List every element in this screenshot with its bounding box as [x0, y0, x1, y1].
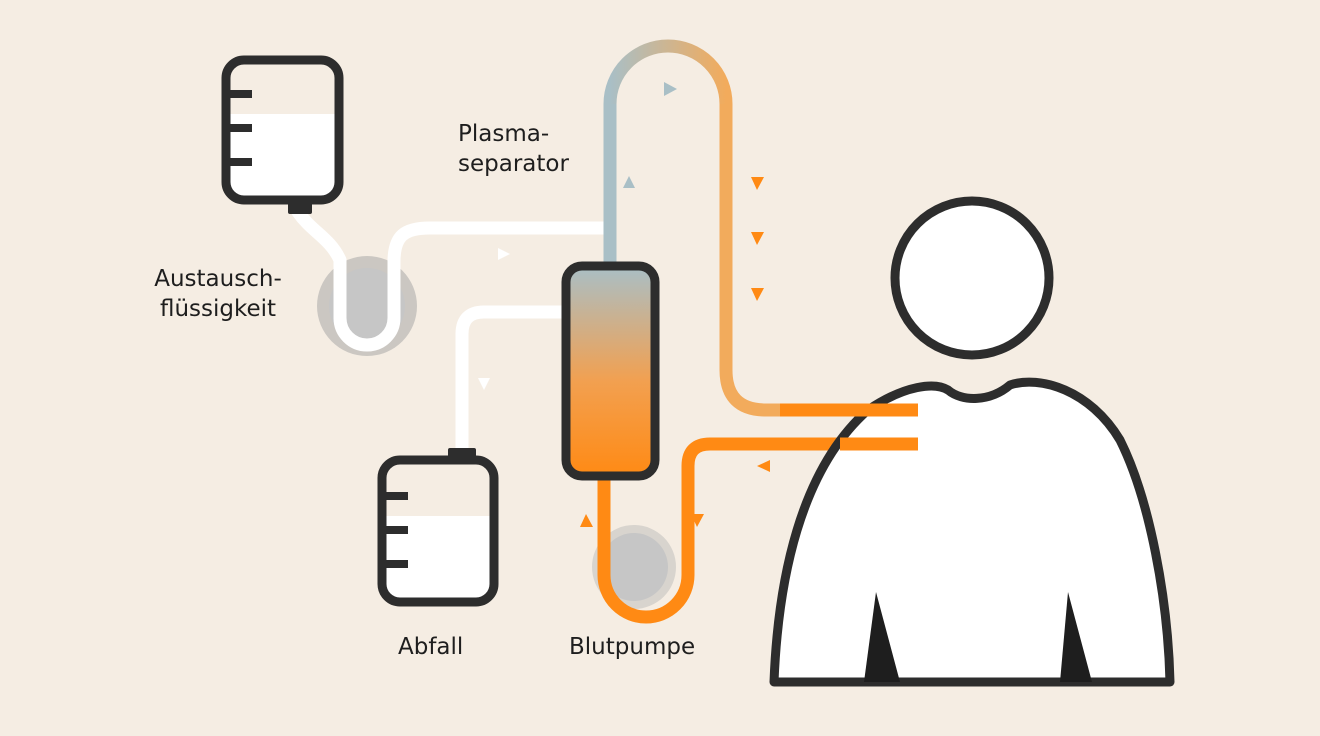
- patient-body: [769, 377, 1175, 687]
- patient-arm-gap-left: [864, 592, 900, 682]
- waste-bag-empty-fill: [385, 496, 491, 516]
- label-exchange-fluid-line1: Austausch-: [154, 266, 282, 292]
- arrow-return-down-3: [751, 288, 764, 301]
- label-exchange-fluid-line2: flüssigkeit: [159, 296, 277, 322]
- return-tube: [719, 104, 918, 417]
- arrow-return-down-1: [751, 177, 764, 190]
- plasma-separator: [561, 261, 660, 481]
- label-blood-pump: Blutpumpe: [569, 634, 696, 660]
- blood-pump-rotor: [600, 533, 668, 601]
- arrow-fluid-right: [498, 248, 510, 260]
- flow-arrows: [478, 82, 770, 527]
- blood-tube: [597, 437, 918, 624]
- patient-head: [890, 196, 1054, 360]
- waste-bag: [377, 448, 499, 607]
- blood-pump: [592, 525, 676, 609]
- exchange-fluid-bag: [221, 55, 344, 214]
- label-plasma-separator: Plasma- separator: [458, 119, 569, 179]
- fluid-tube: [291, 205, 617, 352]
- arrow-draw-left: [757, 460, 770, 472]
- arrow-waste-down: [478, 378, 490, 390]
- label-exchange-fluid: Austausch- flüssigkeit: [143, 264, 293, 324]
- fluid-pump-rotor: [329, 268, 405, 344]
- label-plasma-separator-line1: Plasma-: [458, 121, 550, 147]
- arrow-pump-up: [580, 514, 593, 527]
- arrow-return-down-2: [751, 232, 764, 245]
- label-plasma-separator-line2: separator: [458, 151, 569, 177]
- arrow-plasma-up: [623, 176, 635, 188]
- label-waste: Abfall: [398, 634, 464, 660]
- patient-arm-gap-right: [1060, 592, 1092, 682]
- exchange-bag-empty-fill: [229, 94, 336, 114]
- waste-tube: [455, 305, 573, 459]
- top-arc-tube: [603, 39, 733, 105]
- patient: [769, 196, 1175, 687]
- arrow-pump-down: [691, 514, 704, 527]
- arrow-top-right: [664, 82, 677, 96]
